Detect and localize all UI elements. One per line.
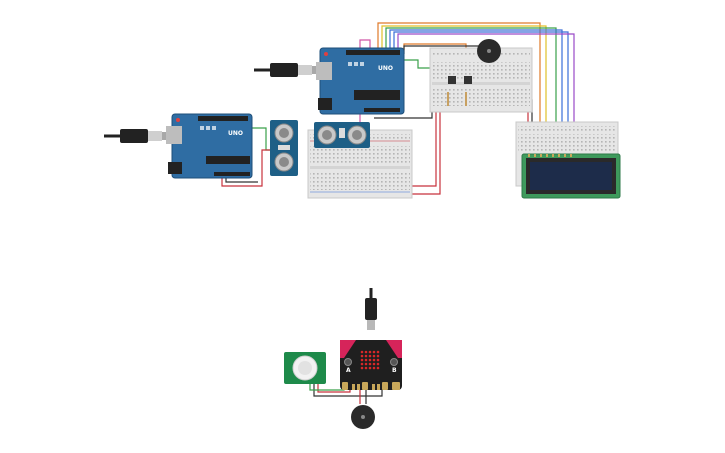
push-button (464, 76, 472, 84)
wire-lcd-4 (389, 29, 563, 150)
arduino-right-logo: UNO (378, 65, 393, 72)
lcd-display (521, 153, 621, 199)
microbit-button-b (390, 358, 398, 366)
usb-cable-microbit (365, 288, 377, 330)
wire-us1-black (225, 178, 258, 183)
wire-lcd-3 (385, 27, 557, 150)
wire-bb-black-1 (374, 110, 433, 119)
microbit-label-a: A (346, 367, 351, 374)
wire-lcd-5 (393, 31, 569, 150)
arduino-left-logo: UNO (228, 130, 243, 137)
usb-plug-icon (367, 320, 375, 330)
microbit-button-a (344, 358, 352, 366)
pir-sensor (284, 352, 326, 384)
wire-lcd-6 (397, 33, 575, 150)
microbit-label-b: B (392, 367, 397, 374)
buzzer-top (477, 39, 501, 63)
arduino-uno-right: UNO (316, 47, 405, 115)
wire-pir-green (309, 384, 345, 391)
push-button (448, 76, 456, 84)
wire-lcd-1 (377, 22, 541, 150)
usb-cable-left (104, 129, 172, 143)
wire-lcd-2 (381, 25, 547, 150)
wire-us1-red (221, 149, 274, 187)
wires (221, 22, 575, 404)
buzzer-bottom (351, 405, 375, 429)
ultrasonic-sensor-right (314, 122, 370, 148)
arduino-uno-left: UNO (166, 113, 253, 179)
usb-cable-right (254, 63, 322, 77)
ultrasonic-sensor-left (270, 120, 298, 176)
microbit: A B (340, 340, 402, 390)
